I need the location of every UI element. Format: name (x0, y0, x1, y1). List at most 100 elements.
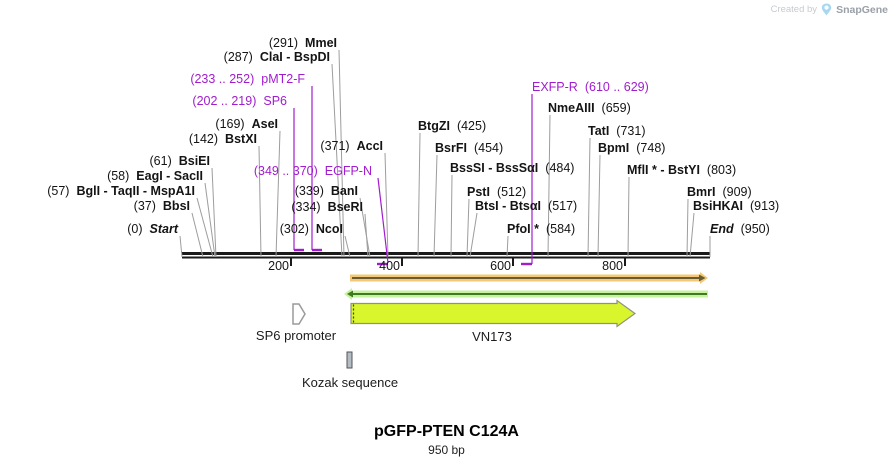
site-pos: (909) (722, 185, 752, 199)
primer-label-exfpr[interactable]: EXFP-R (610 .. 629) (532, 80, 649, 94)
site-pos: (731) (616, 124, 646, 138)
site-name: EagI - SacII (136, 169, 203, 183)
site-name: AccI (356, 139, 383, 153)
site-label-bani[interactable]: (339) BanI (295, 184, 358, 198)
site-label-bsssi[interactable]: BssSI - BssSαI (484) (450, 161, 574, 175)
primer-name: pMT2-F (261, 72, 305, 86)
snapgene-watermark: Created by SnapGene (771, 3, 888, 16)
site-label-bseri[interactable]: (334) BseRI (291, 200, 363, 214)
site-label-mmei[interactable]: (291)MmeI (269, 36, 337, 50)
primer-label-egfpn[interactable]: (349 .. 370)EGFP-N (254, 164, 372, 178)
site-label-psti[interactable]: PstI (512) (467, 185, 526, 199)
site-label-pfoi[interactable]: PfoI *(584) (507, 222, 575, 236)
site-name: TatI (588, 124, 610, 138)
site-name: BpmI (598, 141, 630, 155)
site-label-ncoi[interactable]: (302)NcoI (280, 222, 343, 236)
site-label-bmri[interactable]: BmrI (909) (687, 185, 752, 199)
site-label-btsi[interactable]: BtsI - BtsαI(517) (475, 199, 577, 213)
primer-pos: (202 .. 219) (192, 94, 257, 108)
site-name: Start (149, 222, 178, 236)
site-pos: (512) (496, 185, 527, 199)
site-pos: (334) (291, 200, 321, 214)
feature-label-kozak[interactable]: Kozak sequence (301, 375, 399, 390)
snapgene-logo-icon (821, 3, 832, 16)
site-label-bpmi[interactable]: BpmI(748) (598, 141, 665, 155)
site-label-bbsi[interactable]: (37) BbsI (134, 199, 190, 213)
site-label-bsihkai[interactable]: BsiHKAI (913) (693, 199, 779, 213)
site-name: BsiEI (178, 154, 210, 168)
feature-arrow-vn173[interactable] (350, 299, 637, 328)
site-pos: (950) (740, 222, 770, 236)
ruler-label-600: 600 (490, 259, 511, 273)
site-pos: (37) (133, 199, 156, 213)
site-label-clai[interactable]: (287) ClaI - BspDI (224, 50, 330, 64)
site-pos: (803) (706, 163, 737, 177)
site-label-bstxi[interactable]: (142) BstXI (189, 132, 257, 146)
site-name: PfoI * (507, 222, 539, 236)
site-name: BglI - TaqII - MspA1I (76, 184, 195, 198)
site-label-acci[interactable]: (371) AccI (320, 139, 383, 153)
site-pos: (142) (188, 132, 219, 146)
site-name: NmeAIII (548, 101, 595, 115)
site-name: MmeI (305, 36, 337, 50)
site-label-eagi[interactable]: (58) EagI - SacII (107, 169, 203, 183)
sequence-line[interactable] (182, 252, 710, 259)
site-name: BssSI - BssSαI (450, 161, 539, 175)
site-pos: (61) (149, 154, 172, 168)
feature-sp6-promoter-arrow[interactable] (292, 303, 306, 325)
primer-label-sp6[interactable]: (202 .. 219)SP6 (192, 94, 287, 108)
ruler-label-800: 800 (602, 259, 623, 273)
site-pos: (57) (47, 184, 70, 198)
primer-pos: (349 .. 370) (253, 164, 318, 178)
site-label-tati[interactable]: TatI (731) (588, 124, 645, 138)
site-label-asei[interactable]: (169)AseI (215, 117, 278, 131)
site-label-btgzi[interactable]: BtgZI (425) (418, 119, 486, 133)
site-label-bsrfi[interactable]: BsrFI(454) (435, 141, 503, 155)
site-name: PstI (467, 185, 490, 199)
site-name: BstXI (225, 132, 257, 146)
site-name: BtgZI (418, 119, 450, 133)
watermark-brand: SnapGene (836, 3, 888, 16)
site-pos: (425) (456, 119, 487, 133)
site-name: ClaI - BspDI (259, 50, 330, 64)
plasmid-length: 950 bp (428, 443, 465, 457)
site-label-bgli[interactable]: (57) BglI - TaqII - MspA1I (47, 184, 195, 198)
watermark-prefix: Created by (770, 3, 818, 15)
site-name: NcoI (315, 222, 343, 236)
feature-label-vn173[interactable]: VN173 (472, 329, 512, 344)
site-pos: (169) (215, 117, 245, 131)
site-pos: (454) (473, 141, 504, 155)
site-label-mfli[interactable]: MflI * - BstYI(803) (627, 163, 736, 177)
site-name: BsiHKAI (693, 199, 744, 213)
feature-label-sp6-promoter[interactable]: SP6 promoter (255, 328, 337, 343)
orf-arrow-forward[interactable] (350, 272, 708, 284)
site-pos: (58) (107, 169, 130, 183)
primer-pos: (610 .. 629) (584, 80, 649, 94)
site-name: BmrI (687, 185, 716, 199)
site-pos: (484) (545, 161, 575, 175)
site-pos: (371) (320, 139, 350, 153)
feature-kozak-marker[interactable] (346, 351, 353, 369)
primer-name: EXFP-R (532, 80, 578, 94)
site-pos: (339) (294, 184, 324, 198)
title-block: pGFP-PTEN C124A 950 bp (0, 423, 893, 457)
site-name: BanI (330, 184, 358, 198)
site-label-nmeaiii[interactable]: NmeAIII(659) (548, 101, 631, 115)
site-label-end[interactable]: End (950) (710, 222, 770, 236)
site-label-start[interactable]: (0) Start (127, 222, 178, 236)
site-pos: (0) (127, 222, 143, 236)
primer-pos: (233 .. 252) (190, 72, 255, 86)
site-pos: (913) (750, 199, 780, 213)
orf-arrow-reverse[interactable] (344, 288, 708, 300)
site-name: BbsI (162, 199, 190, 213)
site-pos: (287) (223, 50, 253, 64)
ruler-label-400: 400 (379, 259, 400, 273)
site-label-bsiei[interactable]: (61) BsiEI (150, 154, 211, 168)
ruler-ticks (290, 257, 626, 266)
site-name: End (710, 222, 734, 236)
site-name: BseRI (327, 200, 363, 214)
site-pos: (517) (548, 199, 578, 213)
ruler-label-200: 200 (268, 259, 289, 273)
primer-label-pmt2f[interactable]: (233 .. 252) pMT2-F (190, 72, 305, 86)
